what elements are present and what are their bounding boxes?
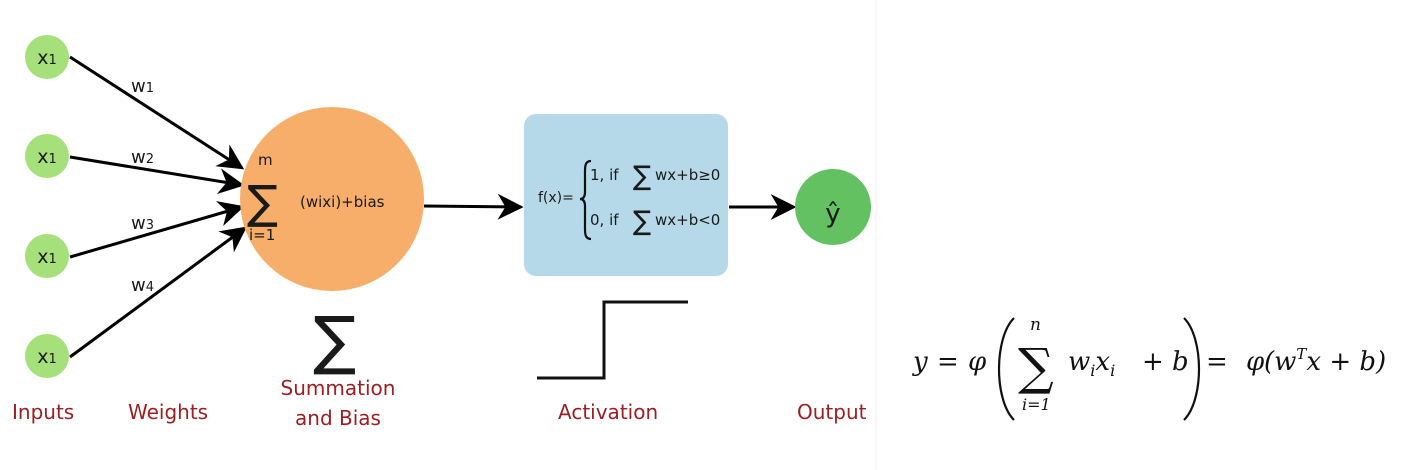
input-node-label: x1 bbox=[37, 246, 57, 268]
input-node-4: x1 bbox=[25, 334, 69, 378]
formula-y: y bbox=[912, 347, 928, 377]
caption-activation: Activation bbox=[558, 400, 658, 424]
input-node-circle bbox=[25, 134, 69, 178]
activation-box-bg bbox=[524, 114, 728, 276]
input-node-circle bbox=[25, 35, 69, 79]
formula-equals-2: = bbox=[1206, 347, 1228, 377]
case-1-value: 1, if bbox=[590, 166, 619, 184]
case-2-value: 0, if bbox=[590, 211, 619, 229]
formula-upper-limit: n bbox=[1030, 315, 1041, 335]
formula-phi-2: φ bbox=[1246, 347, 1265, 377]
output-node: ŷ bbox=[795, 169, 871, 245]
formula-phi-1: φ bbox=[968, 347, 987, 377]
input-node-2: x1 bbox=[25, 134, 69, 178]
sigma-icon: ∑ bbox=[313, 304, 356, 378]
summation-node-circle bbox=[240, 107, 424, 291]
summation-node: m ∑ i=1 (wixi)+bias bbox=[240, 107, 424, 291]
case-1-condition: wx+b≥0 bbox=[655, 166, 720, 184]
weight-label-2: w2 bbox=[131, 147, 154, 168]
formula-sigma-icon: ∑ bbox=[1018, 338, 1054, 396]
caption-output: Output bbox=[797, 400, 867, 424]
input-node-circle bbox=[25, 334, 69, 378]
case-2-sigma-icon: ∑ bbox=[633, 206, 651, 237]
step-function-icon bbox=[537, 300, 688, 380]
weight-label-1: w1 bbox=[131, 76, 154, 97]
activation-lhs: f(x)= bbox=[538, 190, 574, 206]
formula-lower-limit: i=1 bbox=[1022, 395, 1051, 414]
edge-w2 bbox=[69, 155, 245, 195]
input-node-label: x1 bbox=[37, 47, 57, 69]
input-node-label: x1 bbox=[37, 146, 57, 168]
input-node-3: x1 bbox=[25, 234, 69, 278]
case-1-sigma-icon: ∑ bbox=[633, 161, 651, 192]
summation-body: (wixi)+bias bbox=[300, 193, 385, 211]
edge-sum-to-activation bbox=[423, 193, 524, 220]
formula-left-paren bbox=[998, 317, 1015, 421]
weight-label-4: w4 bbox=[131, 275, 154, 296]
weight-labels: w1 w2 w3 w4 bbox=[131, 76, 154, 296]
edge-w1 bbox=[69, 55, 245, 170]
formula-plus-b: + b bbox=[1142, 347, 1189, 377]
edge-w4 bbox=[69, 226, 248, 359]
input-node-label: x1 bbox=[37, 346, 57, 368]
perceptron-formula: y = φ n ∑ i=1 wixi + b = φ (wTx + b) bbox=[912, 315, 1386, 421]
output-node-circle bbox=[795, 169, 871, 245]
caption-weights: Weights bbox=[128, 400, 208, 424]
formula-rhs: (wTx + b) bbox=[1264, 345, 1386, 377]
edge-w3 bbox=[69, 201, 245, 259]
captions: Inputs Weights Summation and Bias Activa… bbox=[12, 376, 867, 430]
summation-upper-limit: m bbox=[258, 151, 273, 169]
caption-inputs: Inputs bbox=[12, 400, 74, 424]
caption-summation: Summation bbox=[281, 376, 396, 400]
input-node-1: x1 bbox=[25, 35, 69, 79]
weight-label-3: w3 bbox=[131, 213, 154, 234]
formula-wi-xi: wixi bbox=[1068, 347, 1115, 380]
weight-edges bbox=[69, 55, 248, 359]
output-node-label: ŷ bbox=[825, 199, 840, 229]
formula-right-paren bbox=[1183, 317, 1200, 421]
formula-equals-1: = bbox=[937, 347, 959, 377]
case-2-condition: wx+b<0 bbox=[655, 211, 720, 229]
input-nodes: x1 x1 x1 x1 bbox=[25, 35, 69, 378]
brace-icon bbox=[579, 159, 592, 241]
summation-lower-limit: i=1 bbox=[249, 226, 275, 244]
caption-and-bias: and Bias bbox=[295, 406, 381, 430]
summation-sigma-icon: ∑ bbox=[247, 175, 278, 229]
input-node-circle bbox=[25, 234, 69, 278]
activation-box: f(x)= 1, if ∑ wx+b≥0 0, if ∑ wx+b<0 bbox=[524, 114, 728, 276]
